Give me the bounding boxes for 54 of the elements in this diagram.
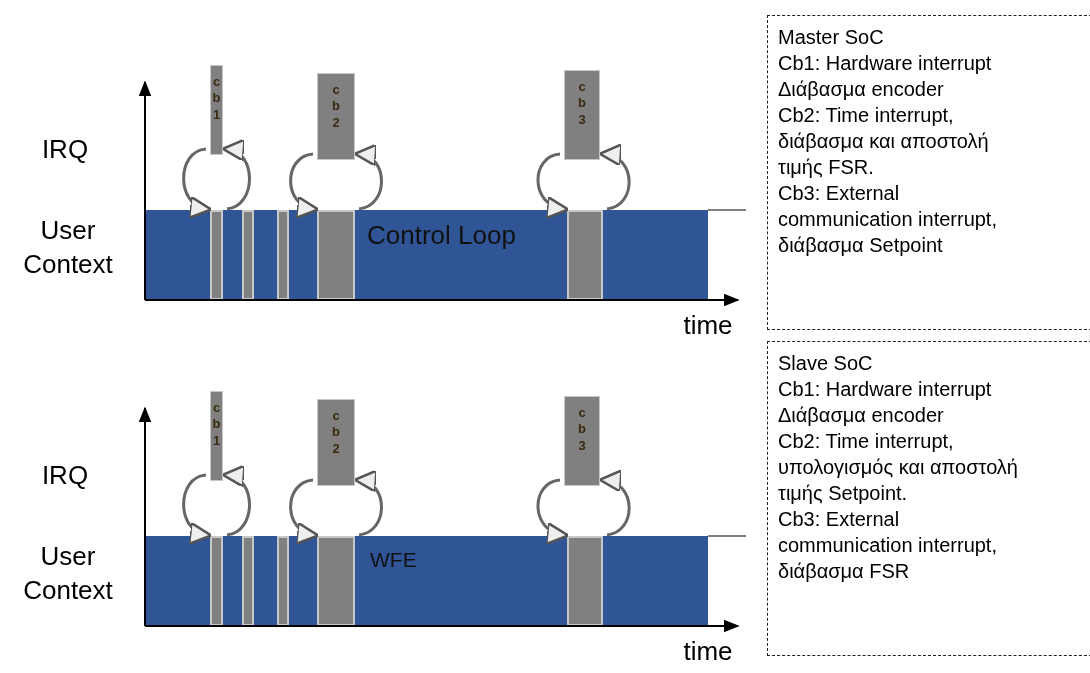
- interrupt-bar: [242, 210, 254, 300]
- curved-arrow: [289, 478, 320, 543]
- callback-box: [210, 65, 223, 155]
- curved-arrow: [598, 471, 631, 537]
- interrupt-bar: [567, 210, 603, 300]
- curved-arrow: [536, 478, 570, 543]
- user-context-band: [145, 536, 708, 626]
- callback-label: c b 3: [577, 79, 587, 129]
- curved-arrow: [536, 152, 570, 217]
- description-text: Cb2: Time interrupt, διάβασμα και αποστολή τιμής FSR.: [778, 103, 990, 180]
- description-text: Slave SoC: [778, 351, 874, 376]
- callback-box: [317, 399, 355, 486]
- curved-arrow: [221, 141, 251, 211]
- interrupt-bar: [210, 210, 223, 300]
- curved-arrow: [182, 147, 213, 217]
- callback-box: [210, 391, 223, 481]
- description-box: [767, 15, 1090, 330]
- description-box: [767, 341, 1090, 656]
- context-axis-label: User Context: [22, 540, 114, 607]
- curved-arrow: [221, 467, 251, 537]
- callback-label: c b 3: [577, 405, 587, 455]
- time-axis-label: time: [682, 309, 734, 342]
- interrupt-bar: [317, 210, 355, 300]
- interrupt-bar: [317, 536, 355, 626]
- curved-arrow: [598, 145, 631, 211]
- interrupt-bar: [277, 210, 289, 300]
- callback-label: c b 1: [211, 74, 222, 124]
- callback-label: c b 2: [331, 408, 341, 458]
- description-text: Cb1: Hardware interrupt Διάβασμα encoder: [778, 51, 993, 102]
- callback-box: [317, 73, 355, 160]
- interrupt-bar: [242, 536, 254, 626]
- callback-box: [564, 70, 600, 160]
- interrupt-bar: [210, 536, 223, 626]
- description-text: Cb1: Hardware interrupt Διάβασμα encoder: [778, 377, 993, 428]
- irq-axis-label: IRQ: [40, 459, 90, 492]
- irq-axis-label: IRQ: [40, 133, 90, 166]
- description-text: Cb2: Time interrupt, υπολογισμός και αποστολή τιμής Setpoint.: [778, 429, 1019, 506]
- curved-arrow: [353, 471, 383, 537]
- curved-arrow: [289, 152, 320, 217]
- callback-label: c b 1: [211, 400, 222, 450]
- time-axis-label: time: [682, 635, 734, 668]
- band-label: WFE: [370, 548, 417, 572]
- user-context-band: [145, 210, 708, 300]
- description-text: Master SoC: [778, 25, 885, 50]
- interrupt-bar: [277, 536, 289, 626]
- callback-label: c b 2: [331, 82, 341, 132]
- description-text: Cb3: External communication interrupt, διάβασμα Setpoint: [778, 181, 998, 258]
- interrupt-bar: [567, 536, 603, 626]
- context-axis-label: User Context: [22, 214, 114, 281]
- curved-arrow: [182, 473, 213, 543]
- callback-box: [564, 396, 600, 486]
- description-text: Cb3: External communication interrupt, διάβασμα FSR: [778, 507, 998, 584]
- band-label: Control Loop: [367, 220, 516, 251]
- curved-arrow: [353, 145, 383, 211]
